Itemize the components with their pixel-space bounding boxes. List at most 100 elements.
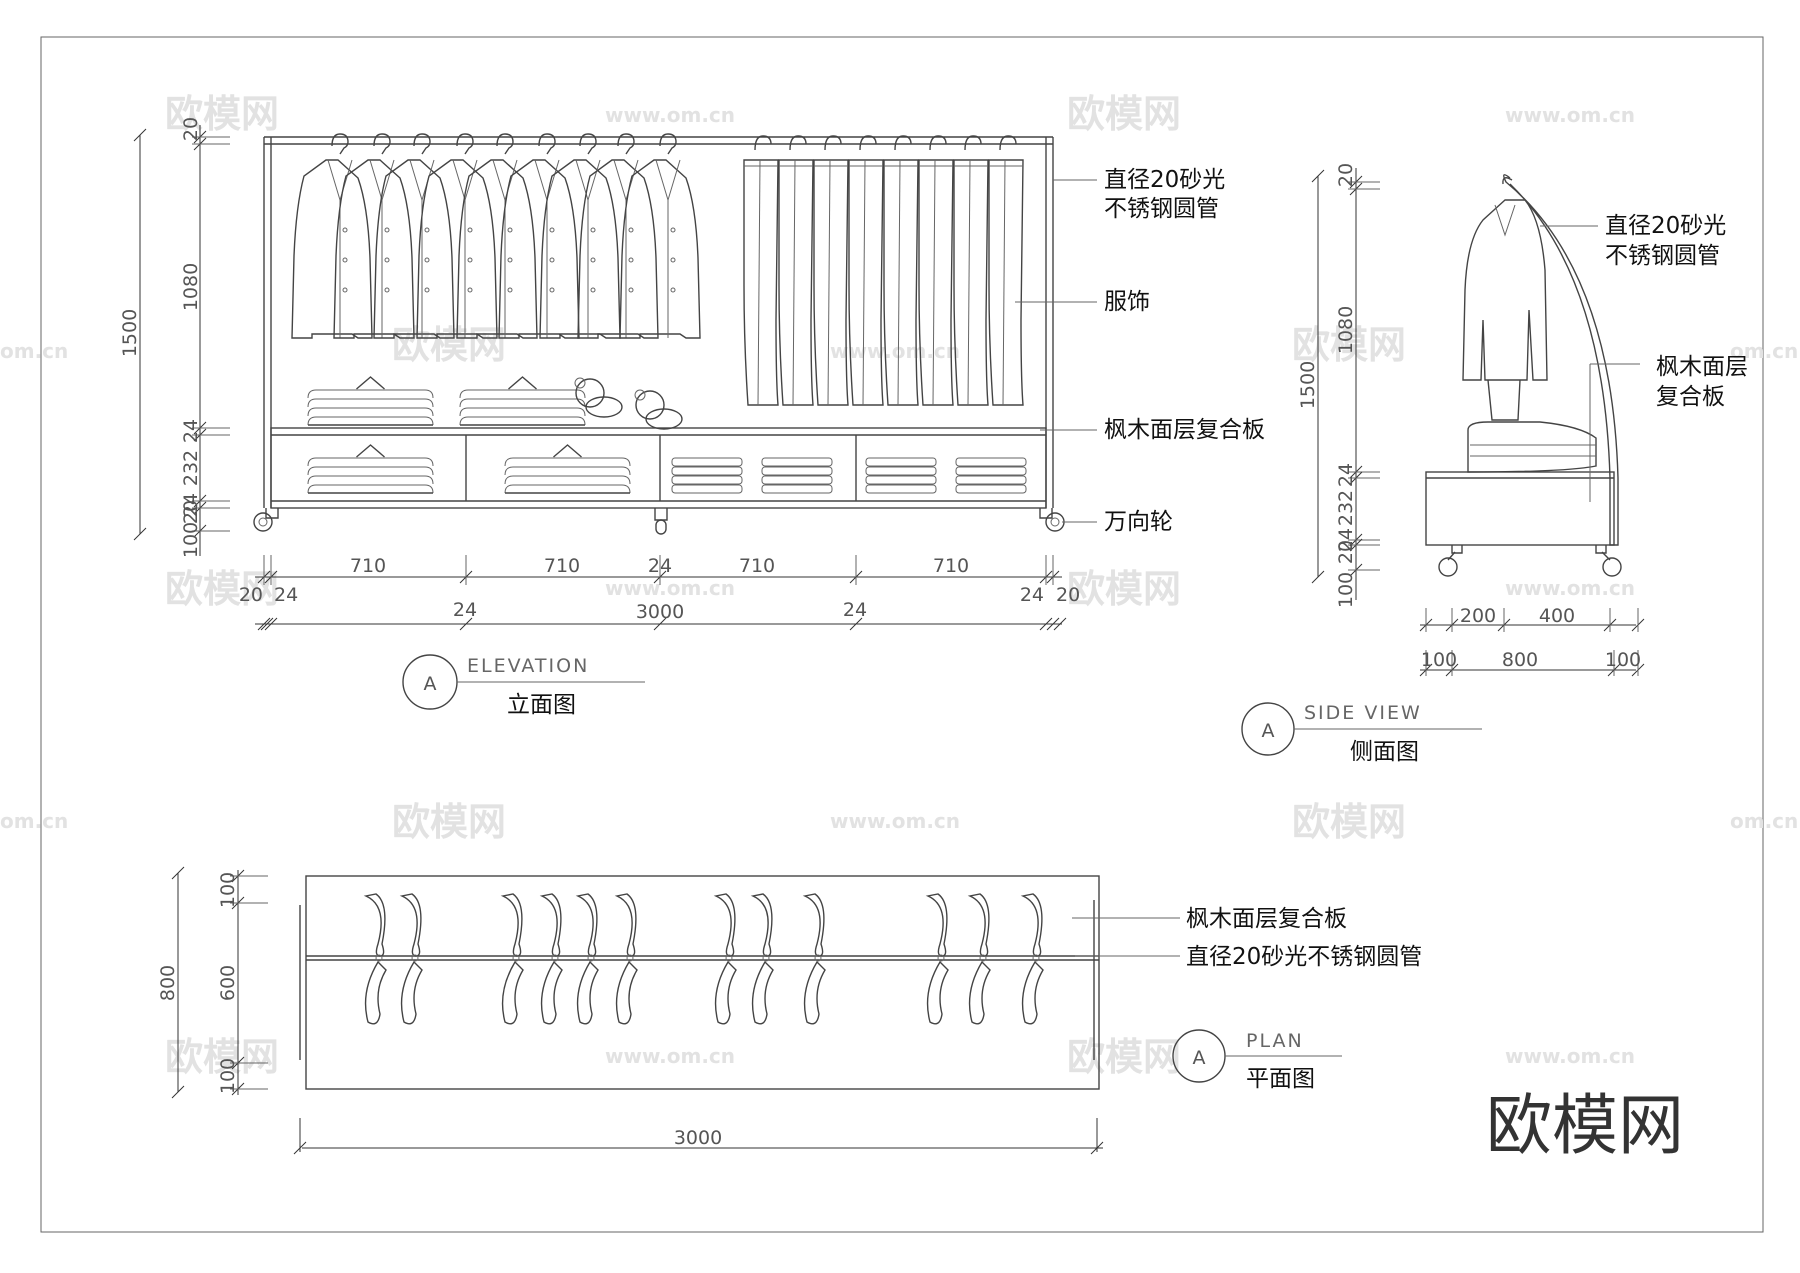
elev-dim-vertical: 20 xyxy=(180,500,202,524)
side-dim-vertical: 232 xyxy=(1335,490,1357,526)
folded-shirt-pile xyxy=(504,444,631,494)
plan-dim-100-top: 100 xyxy=(217,872,239,908)
trousers xyxy=(813,135,849,406)
watermark-url: om.cn xyxy=(0,339,68,363)
folded-cloth-pile xyxy=(865,457,937,494)
plan-hanger xyxy=(539,893,563,1025)
trousers xyxy=(953,135,989,406)
folded-clothes xyxy=(307,376,1027,494)
watermark-url: www.om.cn xyxy=(1505,1044,1635,1068)
side-maple-box xyxy=(1425,471,1615,546)
hanging-jackets xyxy=(291,133,701,339)
watermark-logo: 欧模网 xyxy=(1067,92,1181,136)
elev-dim-total-width: 3000 xyxy=(636,601,684,623)
jacket xyxy=(539,133,621,339)
plan-hanger xyxy=(1020,893,1044,1025)
plan-hanger xyxy=(802,893,826,1025)
trousers xyxy=(848,135,884,406)
elevation-view: 直径20砂光 不锈钢圆管 服饰 枫木面层复合板 万向轮 1500 2010802… xyxy=(119,117,1265,718)
drawing-border xyxy=(40,36,1764,1233)
elev-dim-vertical: 20 xyxy=(180,117,202,141)
trousers xyxy=(883,135,919,406)
watermark-url: www.om.cn xyxy=(605,103,735,127)
folded-cloth-pile xyxy=(671,457,743,494)
elev-dim-left-24: 24 xyxy=(274,584,298,606)
elev-dim-bay: 710 xyxy=(350,555,386,577)
hanging-trousers xyxy=(743,135,1024,406)
watermark-logo: 欧模网 xyxy=(392,323,506,367)
watermark-url: om.cn xyxy=(1730,339,1798,363)
side-callout-board-line1: 枫木面层 xyxy=(1656,354,1748,380)
side-dim-400: 400 xyxy=(1539,605,1575,627)
plan-dim-100-bottom: 100 xyxy=(217,1058,239,1094)
elev-dim-24-mid: 24 xyxy=(648,555,672,577)
plan-view: 枫木面层复合板 直径20砂光不锈钢圆管 800 100 600 100 3000… xyxy=(157,866,1422,1155)
elev-dim-24-a: 24 xyxy=(453,599,477,621)
elev-dim-vertical: 24 xyxy=(180,419,202,443)
side-view: 直径20砂光 不锈钢圆管 枫木面层 复合板 1500 2010802423224… xyxy=(1241,163,1748,765)
side-dim-800: 800 xyxy=(1502,649,1538,671)
plan-title-en: PLAN xyxy=(1246,1030,1304,1052)
plan-hanger xyxy=(713,893,737,1025)
watermark-url: om.cn xyxy=(0,809,68,833)
trousers xyxy=(988,135,1024,406)
side-callout-board-line2: 复合板 xyxy=(1656,384,1725,410)
watermark-logo: 欧模网 xyxy=(1292,800,1406,844)
side-dim-vertical: 20 xyxy=(1335,540,1357,564)
side-caster-left xyxy=(1438,545,1463,577)
svg-text:A: A xyxy=(1193,1047,1206,1069)
watermark-logo: 欧模网 xyxy=(165,1035,279,1079)
trousers xyxy=(743,135,779,406)
watermark-url: www.om.cn xyxy=(830,809,960,833)
watermark-url: www.om.cn xyxy=(605,1044,735,1068)
side-callout-pipe-line1: 直径20砂光 xyxy=(1605,213,1726,239)
watermark-layer: 欧模网欧模网欧模网欧模网欧模网欧模网欧模网欧模网欧模网欧模网 www.om.cn… xyxy=(0,92,1798,1079)
elev-dim-vertical: 1080 xyxy=(180,263,202,311)
side-caster-right xyxy=(1595,545,1622,577)
watermark-url: www.om.cn xyxy=(830,339,960,363)
watermark-logo: 欧模网 xyxy=(1292,323,1406,367)
side-dim-vertical: 24 xyxy=(1335,463,1357,487)
side-dim-vertical: 100 xyxy=(1335,572,1357,608)
plush-toy xyxy=(634,389,683,430)
elev-callout-board: 枫木面层复合板 xyxy=(1104,417,1265,443)
caster-left xyxy=(253,508,279,532)
plan-hanger xyxy=(575,893,599,1025)
side-dim-vertical: 20 xyxy=(1335,163,1357,187)
watermark-url: www.om.cn xyxy=(605,576,735,600)
elev-dim-vertical: 100 xyxy=(180,522,202,558)
watermark-logo: 欧模网 xyxy=(165,92,279,136)
watermark-logo: 欧模网 xyxy=(1067,1035,1181,1079)
plan-dim-total-width: 3000 xyxy=(674,1127,722,1149)
plan-title-cn: 平面图 xyxy=(1246,1066,1315,1092)
trousers xyxy=(778,135,814,406)
plan-dim-600: 600 xyxy=(217,965,239,1001)
elev-dim-total-height: 1500 xyxy=(119,309,141,357)
elev-dim-24-b: 24 xyxy=(843,599,867,621)
plan-hanger xyxy=(750,893,774,1025)
elev-callout-pipe-line1: 直径20砂光 xyxy=(1104,167,1225,193)
trousers xyxy=(918,135,954,406)
watermark-url: www.om.cn xyxy=(1505,576,1635,600)
elev-dim-bay: 710 xyxy=(739,555,775,577)
side-jacket xyxy=(1462,199,1548,381)
elev-dim-bay: 710 xyxy=(933,555,969,577)
plan-hanger xyxy=(967,893,991,1025)
maple-shelf-box xyxy=(270,427,1047,509)
folded-shirt-pile xyxy=(459,376,586,426)
svg-text:A: A xyxy=(424,673,437,695)
brand-logo-text: 欧模网 xyxy=(1486,1087,1684,1164)
folded-shirt-pile xyxy=(307,444,434,494)
side-dim-total-height: 1500 xyxy=(1297,361,1319,409)
side-trousers xyxy=(1487,379,1521,421)
side-dim-100-left: 100 xyxy=(1421,649,1457,671)
elev-dim-left-20: 20 xyxy=(239,584,263,606)
watermark-logo: 欧模网 xyxy=(165,567,279,611)
jacket xyxy=(577,133,659,339)
caster-right xyxy=(1039,508,1065,532)
plush-toy xyxy=(574,377,623,418)
elev-dim-vertical: 24 xyxy=(180,493,202,517)
folded-cloth-pile xyxy=(955,457,1027,494)
side-folded-clothes xyxy=(1467,421,1597,473)
elev-dim-right-24: 24 xyxy=(1020,584,1044,606)
